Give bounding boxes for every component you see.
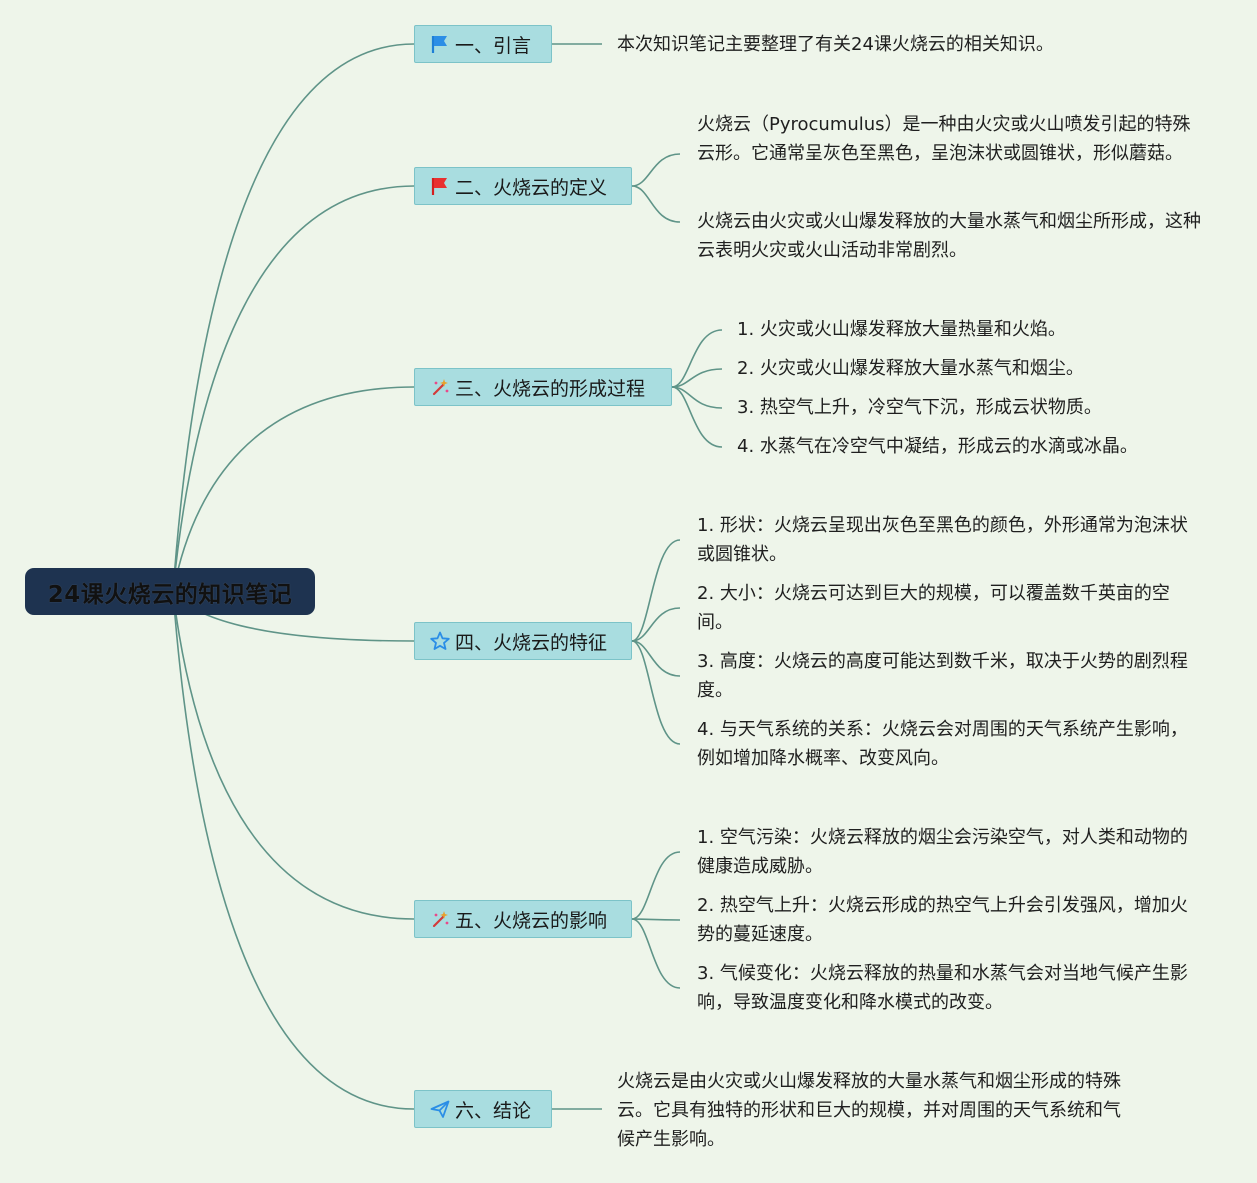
connector-line	[172, 43, 415, 593]
branch-label: 五、火烧云的影响	[455, 909, 608, 932]
leaf-impact-3[interactable]: 3. 气候变化：火烧云释放的热量和水蒸气会对当地气候产生影响，导致温度变化和降水…	[697, 963, 1188, 1013]
branch-label: 一、引言	[455, 34, 532, 57]
leaf-characteristics-3[interactable]: 3. 高度：火烧云的高度可能达到数千米，取决于火势的剧烈程度。	[697, 651, 1188, 701]
connector-line	[671, 329, 723, 388]
root-topic[interactable]: 24课火烧云的知识笔记	[25, 568, 315, 615]
connector-line	[631, 607, 681, 642]
branch-label: 三、火烧云的形成过程	[455, 377, 646, 400]
red-flag-icon	[429, 175, 451, 197]
connector-line	[172, 591, 415, 1110]
connector-line	[631, 640, 681, 677]
star-icon	[429, 630, 451, 652]
branch-conclusion[interactable]: 六、结论	[414, 1090, 552, 1128]
branch-label: 二、火烧云的定义	[455, 176, 608, 199]
connector-line	[631, 539, 681, 642]
connector-line	[671, 368, 723, 388]
connector-line	[631, 640, 681, 745]
leaf-definition-1[interactable]: 火烧云（Pyrocumulus）是一种由火灾或火山喷发引起的特殊云形。它通常呈灰…	[697, 114, 1191, 164]
branch-characteristics[interactable]: 四、火烧云的特征	[414, 622, 632, 660]
branch-impact[interactable]: 五、火烧云的影响	[414, 900, 632, 938]
connector-line	[172, 591, 415, 920]
leaf-characteristics-4[interactable]: 4. 与天气系统的关系：火烧云会对周围的天气系统产生影响，例如增加降水概率、改变…	[697, 719, 1188, 769]
branch-label: 四、火烧云的特征	[455, 631, 608, 654]
connector-line	[631, 153, 681, 187]
branch-formation[interactable]: 三、火烧云的形成过程	[414, 368, 672, 406]
leaf-conclusion[interactable]: 火烧云是由火灾或火山爆发释放的大量水蒸气和烟尘形成的特殊云。它具有独特的形状和巨…	[617, 1071, 1121, 1150]
connector-line	[631, 851, 681, 920]
leaf-impact-2[interactable]: 2. 热空气上升：火烧云形成的热空气上升会引发强风，增加火势的蔓延速度。	[697, 895, 1188, 945]
branch-introduction[interactable]: 一、引言	[414, 25, 552, 63]
branch-definition[interactable]: 二、火烧云的定义	[414, 167, 632, 205]
leaf-definition-2[interactable]: 火烧云由火灾或火山爆发释放的大量水蒸气和烟尘所形成，这种云表明火灾或火山活动非常…	[697, 211, 1201, 261]
connector-line	[172, 185, 415, 593]
leaf-formation-4[interactable]: 4. 水蒸气在冷空气中凝结，形成云的水滴或冰晶。	[737, 436, 1138, 457]
branch-label: 六、结论	[455, 1099, 532, 1122]
leaf-impact-1[interactable]: 1. 空气污染：火烧云释放的烟尘会污染空气，对人类和动物的健康造成威胁。	[697, 827, 1188, 877]
sparkle-wand-icon	[429, 376, 451, 398]
connector-line	[631, 185, 681, 223]
connector-line	[631, 918, 681, 921]
leaf-characteristics-1[interactable]: 1. 形状：火烧云呈现出灰色至黑色的颜色，外形通常为泡沫状或圆锥状。	[697, 515, 1188, 565]
leaf-introduction[interactable]: 本次知识笔记主要整理了有关24课火烧云的相关知识。	[617, 34, 1054, 55]
leaf-formation-1[interactable]: 1. 火灾或火山爆发释放大量热量和火焰。	[737, 319, 1066, 340]
connector-line	[671, 386, 723, 448]
blue-flag-icon	[429, 33, 451, 55]
connector-line	[172, 386, 415, 593]
leaf-characteristics-2[interactable]: 2. 大小：火烧云可达到巨大的规模，可以覆盖数千英亩的空间。	[697, 583, 1170, 633]
connector-line	[631, 918, 681, 989]
sparkle-wand-icon	[429, 908, 451, 930]
leaf-formation-3[interactable]: 3. 热空气上升，冷空气下沉，形成云状物质。	[737, 397, 1102, 418]
paper-plane-icon	[429, 1098, 451, 1120]
leaf-formation-2[interactable]: 2. 火灾或火山爆发释放大量水蒸气和烟尘。	[737, 358, 1084, 379]
